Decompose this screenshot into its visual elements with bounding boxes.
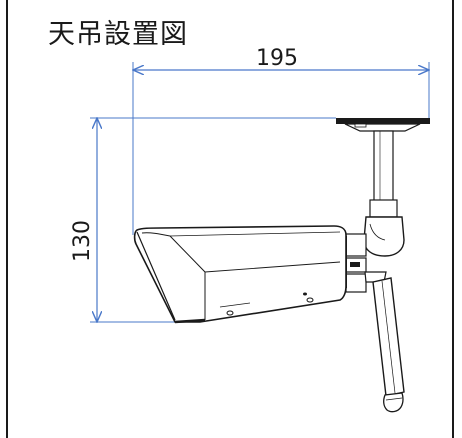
width-dimension [133, 62, 429, 235]
camera-body [133, 225, 347, 324]
height-dimension [90, 118, 336, 322]
diagram-title: 天吊設置図 [48, 19, 188, 50]
antenna [364, 271, 405, 413]
diagram-frame [6, 0, 454, 438]
mount-pole [369, 130, 398, 218]
ceiling-mount-plate [336, 118, 430, 132]
